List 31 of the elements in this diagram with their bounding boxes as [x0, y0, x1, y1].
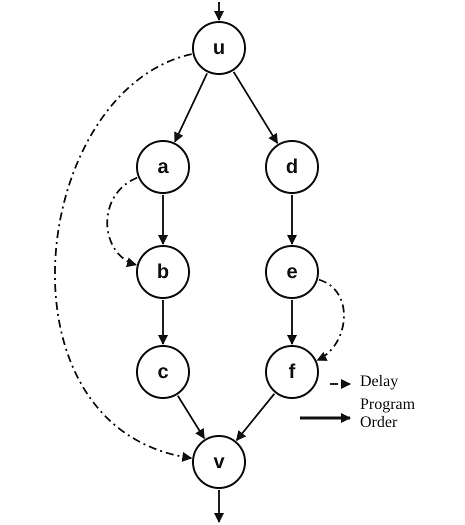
node-label: c [157, 360, 169, 384]
arrow [158, 300, 168, 345]
node-circle [192, 21, 246, 75]
arrow [287, 300, 297, 345]
arrow [177, 395, 205, 440]
node-label: v [213, 450, 225, 474]
dash-dot-arrow [106, 176, 138, 266]
legend-label: Delay [360, 373, 400, 392]
arrow [214, 490, 224, 523]
arrow [158, 195, 168, 245]
node-circle [265, 345, 319, 399]
node-circle [136, 140, 190, 194]
arrow [287, 195, 297, 245]
arrow [214, 2, 224, 21]
node-label: u [212, 36, 226, 60]
arrow [232, 71, 278, 144]
arrow [174, 72, 208, 143]
dash-dot-arrow [54, 53, 192, 460]
node-label: a [157, 156, 169, 178]
node-label: b [156, 260, 170, 284]
node-circle [265, 245, 319, 299]
arrow [236, 393, 276, 442]
node-label: d [286, 156, 298, 178]
legend-label: Program Order [360, 396, 416, 433]
dash-dot-arrow [316, 278, 345, 361]
node-label: e [286, 260, 298, 284]
node-circle [136, 245, 190, 299]
node-circle [136, 345, 190, 399]
node-label: f [288, 360, 296, 384]
node-circle [265, 140, 319, 194]
node-circle [192, 435, 246, 489]
